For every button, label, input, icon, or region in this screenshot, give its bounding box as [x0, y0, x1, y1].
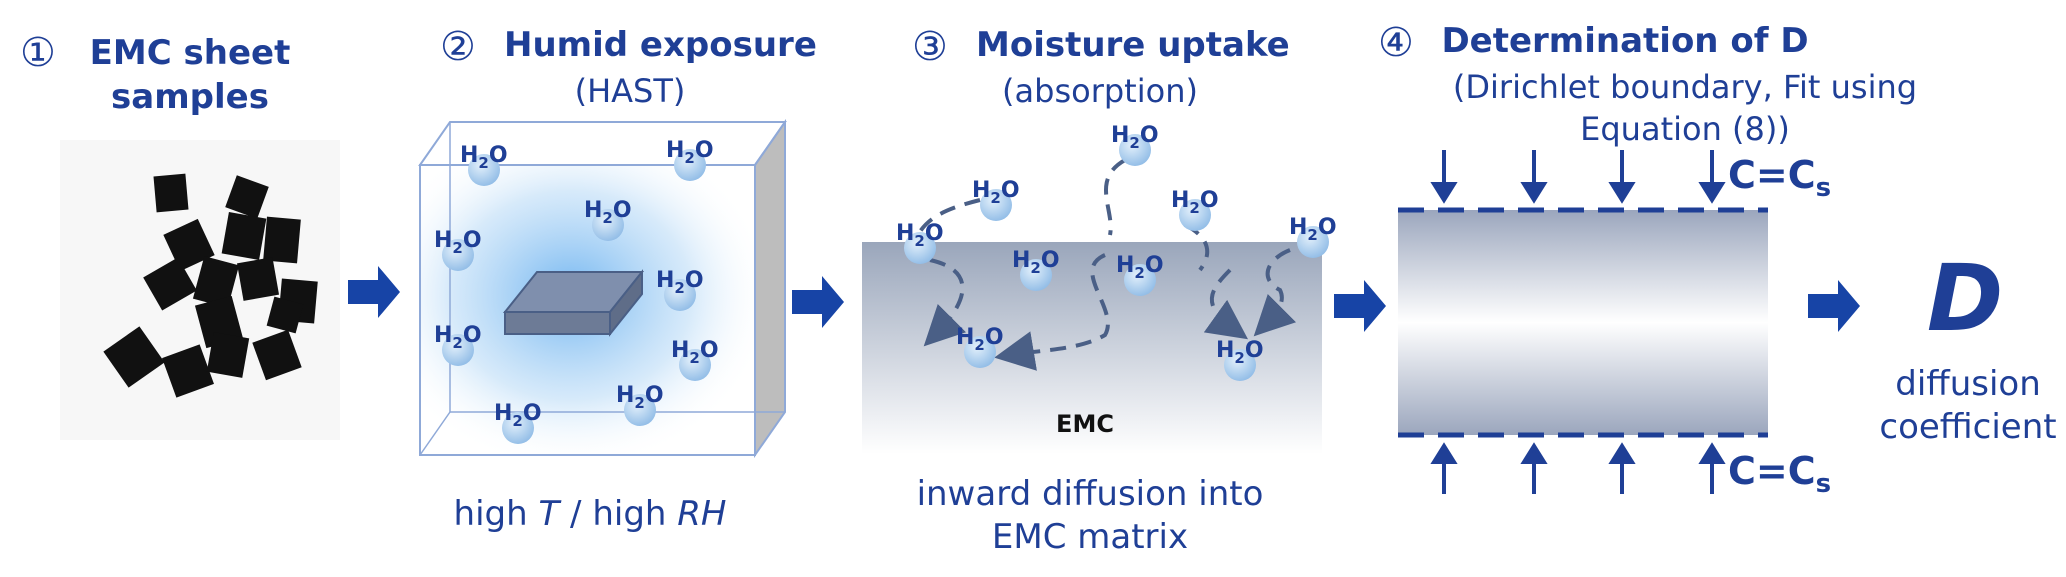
step-2-title: Humid exposure — [504, 25, 817, 65]
step-4-subtitle-line2: Equation (8)) — [1580, 110, 1790, 148]
arrow-2-icon — [792, 276, 844, 328]
emc-slab — [1398, 210, 1768, 435]
step-2: ② Humid exposure (HAST) high T / high RH — [418, 24, 817, 534]
step-4-title: Determination of D — [1441, 21, 1808, 61]
step-2-subtitle: (HAST) — [575, 72, 686, 110]
emc-samples-photo — [60, 140, 340, 440]
result-label-line1: diffusion — [1895, 364, 2041, 404]
step-1: ① EMC sheet samples — [20, 30, 340, 440]
step-3-subtitle: (absorption) — [1002, 72, 1198, 110]
hast-chamber — [418, 118, 787, 459]
top-boundary-condition: C=Cs — [1728, 153, 1831, 203]
step-3-number: ③ — [912, 24, 948, 70]
step-1-title-line2: samples — [111, 77, 269, 117]
arrow-4-icon — [1808, 280, 1860, 332]
arrow-3-icon — [1334, 280, 1386, 332]
emc-matrix-label: EMC — [1056, 410, 1114, 438]
arrow-1-icon — [348, 266, 400, 318]
diffusion-paths — [913, 158, 1297, 371]
bottom-flux-arrows — [1430, 442, 1726, 494]
step-3-caption-line2: EMC matrix — [992, 517, 1188, 557]
step-1-title-line1: EMC sheet — [90, 33, 291, 73]
result-label-line2: coefficient — [1879, 407, 2056, 447]
step-2-number: ② — [440, 24, 476, 70]
step-4: ④ Determination of D (Dirichlet boundary… — [1378, 20, 1917, 499]
step-1-number: ① — [20, 30, 56, 76]
result-symbol: D — [1927, 245, 2003, 352]
step-4-number: ④ — [1378, 20, 1414, 66]
step-4-subtitle-line1: (Dirichlet boundary, Fit using — [1453, 68, 1917, 106]
result: D diffusion coefficient — [1879, 245, 2056, 447]
bottom-boundary-condition: C=Cs — [1728, 449, 1831, 499]
step-3-title: Moisture uptake — [976, 25, 1290, 65]
step-2-caption: high T / high RH — [454, 494, 727, 534]
step-3: ③ Moisture uptake (absorption) EMC inwar… — [862, 24, 1337, 557]
top-flux-arrows — [1430, 150, 1726, 204]
step-3-caption-line1: inward diffusion into — [917, 474, 1264, 514]
